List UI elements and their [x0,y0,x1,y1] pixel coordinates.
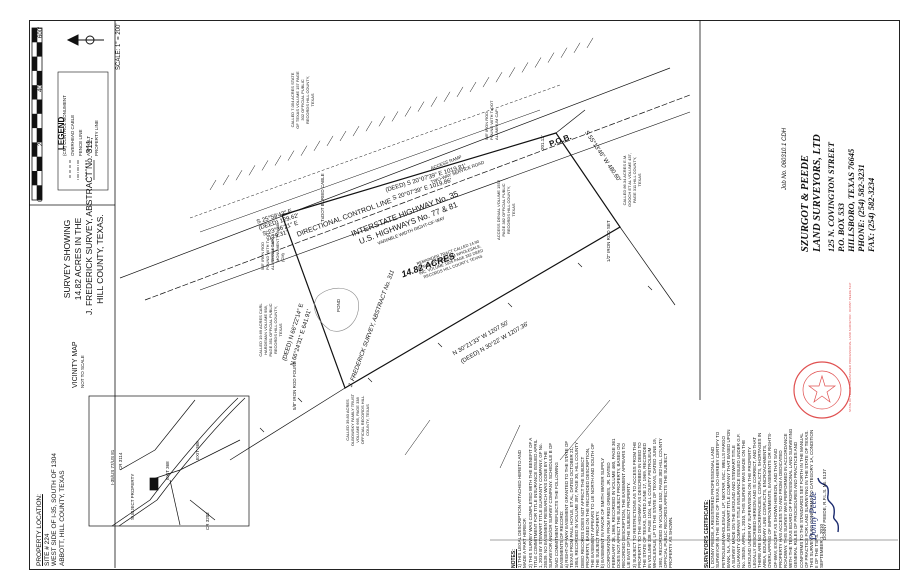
signature-mark [817,477,840,533]
certificate-block: SURVEYOR'S CERTIFICATE: I, DONNY PEEDE, … [704,428,825,568]
called-south-label: CALLED 39.83 ACRES OLBOWSKY FAMILY TRUST… [345,393,370,447]
row-hatch [534,57,542,68]
row-hatch [326,135,334,147]
row-hatch [209,179,217,191]
fence-tick [647,285,653,291]
survey-sheet [29,20,900,570]
row-hatch [235,170,243,181]
vicinity-map-title: VICINITY MAP [72,341,79,388]
called-west-label: CALLED 19.69 ACRES CARL HARDEMAN VOLUME … [258,303,283,357]
row-hatch [404,106,412,117]
job-number: Job No. 060310.1 CDH [782,127,788,190]
row-hatch [469,81,477,93]
vicinity-map [88,395,250,527]
vicinity-label: SUBJECT PROPERTY [130,473,135,520]
vicinity-label: CR 3114 [118,452,123,470]
north-arrow-icon [66,34,104,46]
scale-bar-segment [32,56,37,71]
vicinity-label: EXIT 368 [195,441,200,460]
row-hatch [430,96,438,107]
highway-lines [119,67,691,301]
vicinity-label: CR 3202 [205,512,210,530]
row-hatch [339,130,347,142]
row-hatch [378,116,386,127]
legend-item: FENCE LINE [78,129,83,156]
seal-text: STATE OF TEXAS · REGISTERED PROFESSIONAL… [848,282,852,412]
legend-item: PROPERTY LINE [94,120,99,156]
row-hatch [261,160,269,171]
row-hatch [300,145,308,156]
row-hatch [482,76,490,88]
monument-label: 5/8" IRON ROD FOUND WITH TxDOT ALUMINUM … [260,230,275,270]
legend-item: (CM) CONTROL MONUMENT [62,95,67,156]
scale-bar-segment [32,113,37,129]
row-hatch [313,140,321,151]
row-hatch [391,111,399,122]
scale-tick-3: 0' [38,197,44,202]
scale-bar-segment [37,128,42,143]
monument-label: 5/8" IRON ROD FOUND WITH TxDOT ALUMINUM … [484,100,499,140]
scale-label: SCALE: 1" = 200' [116,23,122,70]
vicinity-label: I-35/US 77/US 81 [110,449,115,485]
monument-label: 1/2" IRON ROD SET [606,220,611,262]
called-state-label: CALLED 7.054 ACRES STATE OF TEXAS VOLUME… [290,71,315,129]
survey-title: SURVEY SHOWING 14.82 ACRES IN THE J. FRE… [62,137,105,315]
signature: Donny Peede [808,491,818,540]
scale-bar-segment [37,185,42,200]
scale-bar-segment [37,99,42,114]
row-hatch [586,37,594,49]
signature-line: DONNY PEEDE, R.P.L.S. No. 5137 [822,469,827,540]
fence-tick [297,397,303,403]
fence-tick [259,427,265,433]
legend-item: OVERHEAD CABLE [70,114,75,156]
row-hatch [222,174,230,186]
scale-bar-segment [32,85,37,100]
monument-label: 5/8" IRON ROD FOUND [292,361,297,410]
tract-boundary [229,109,676,461]
row-hatch [443,91,451,102]
row-hatch [573,42,581,53]
dist-label: 201.12' [540,135,545,150]
row-hatch [287,150,295,161]
notes-block: NOTES: 1) THIS LEGAL DESCRIPTION ATTACHE… [511,438,674,568]
fence-tick [437,342,443,348]
vicinity-map-subtitle: NOT TO SCALE [80,355,85,388]
scale-tick-1: 400' [38,80,44,92]
pond-outline [314,287,359,332]
scale-bar-segment [32,28,37,43]
row-hatch [456,86,464,98]
row-hatch [352,125,360,137]
row-hatch [274,155,282,166]
vicinity-label: EXIT 368 [165,461,170,480]
legend-box [57,71,109,191]
pond-label: POND [336,298,341,312]
fence-tick [577,262,583,268]
row-hatch [508,67,516,78]
scale-bar-segment [37,156,42,171]
access-denial-label: ACCESS DENIAL VOLUME 1552 PAGE 382 OFFIC… [496,180,516,240]
row-hatch [560,47,568,58]
property-location: PROPERTY LOCATION: SITE # 224 WEST SIDE … [36,453,66,566]
row-hatch [365,121,373,132]
scale-bar-segment [32,142,37,157]
row-hatch [547,52,555,63]
scale-tick-0: 600' [38,26,44,38]
fence-tick [507,302,513,308]
scale-bar-segment [37,70,42,86]
company-address: 125 N. COVINGTON STREET P.O. BOX 533 HIL… [826,142,876,252]
row-hatch [248,165,256,176]
scale-tick-2: 200' [38,134,44,146]
surveyor-seal [793,361,851,419]
fence-tick [367,377,373,383]
monument-label: TxDOT BURIED CABLE [320,173,325,222]
scale-bar-segment [37,42,42,57]
scale-bar-segment [32,171,37,186]
row-hatch [417,101,425,112]
row-hatch [521,62,529,73]
row-hatch [495,72,503,83]
called-east-label: CALLED 86.34 ACRES E.M. GOOCH ET AL VOLU… [622,153,642,207]
company-name: SZURGOT & PEEDE LAND SURVEYORS, LTD [800,134,823,252]
